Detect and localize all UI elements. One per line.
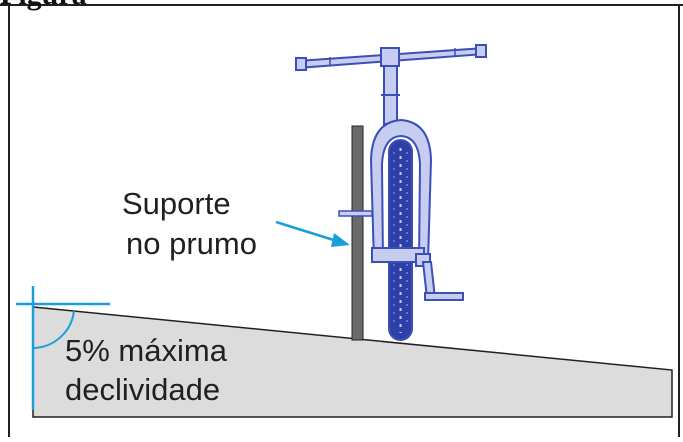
- stem: [380, 47, 400, 125]
- front-tire: [388, 139, 413, 341]
- slope-label-line2: declividade: [65, 372, 221, 407]
- crank-and-pedal: [415, 253, 464, 301]
- figure-label: Figura: [0, 0, 87, 12]
- bicycle-front-view-icon: [295, 44, 487, 341]
- pointer-arrow-icon: [275, 220, 350, 247]
- support-label-line2: no prumo: [126, 226, 257, 261]
- slope-angle-marker-icon: [16, 286, 110, 410]
- frame: [0, 4, 683, 437]
- support-label-line1: Suporte: [122, 186, 231, 221]
- support-post-icon: [338, 125, 373, 341]
- slope-label-line1: 5% máxima: [65, 333, 227, 368]
